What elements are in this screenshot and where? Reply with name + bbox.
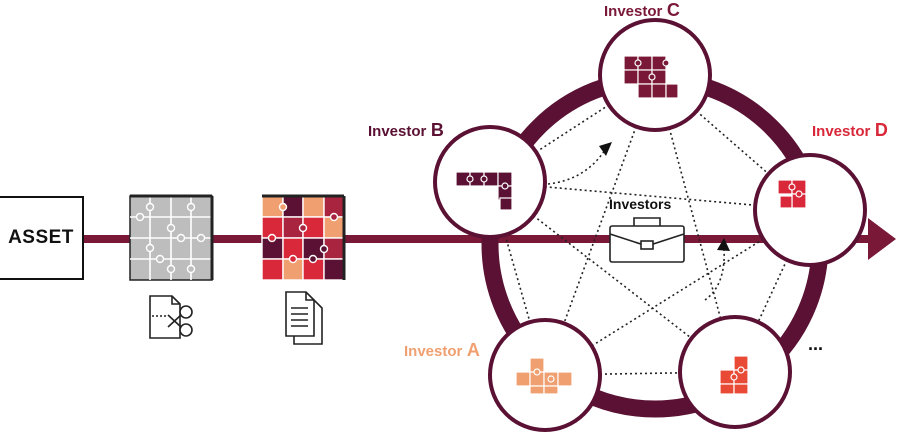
documents-icon [285,291,323,345]
more-investors-ellipsis: ... [808,334,824,354]
grey-puzzle-icon [129,194,214,281]
color-puzzle-icon [261,194,346,281]
network-arrowhead-1 [599,142,612,156]
asset-box: ASSET [0,196,84,280]
investor-d-label: Investor D [812,120,888,140]
investor-a-label: Investor A [404,340,480,360]
scissors-document-icon [149,295,193,339]
investor-node-a [488,318,602,432]
investor-node-more [678,315,792,429]
investor-node-c [598,18,712,132]
investors-center-label: Investors [609,196,672,212]
investor-node-d [753,153,867,267]
asset-label: ASSET [8,227,74,248]
investor-c-label: Investor C [604,0,680,20]
investor-node-b [433,125,547,239]
main-flow-arrowhead [868,218,896,260]
investor-b-label: Investor B [368,120,444,140]
network-arrowhead-2 [717,238,730,251]
briefcase-icon [609,217,685,263]
